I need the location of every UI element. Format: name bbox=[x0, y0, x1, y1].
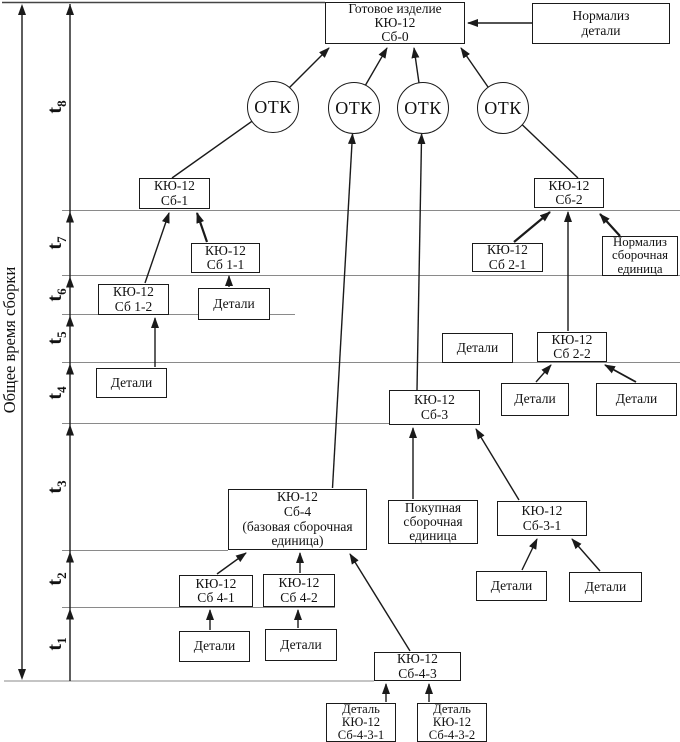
time-label-t2: t2 bbox=[44, 572, 69, 586]
time-label-t8: t8 bbox=[44, 100, 69, 114]
time-rail bbox=[66, 4, 74, 681]
otk-circle-3: ОТК bbox=[397, 82, 449, 134]
box-det-g: Детали bbox=[569, 572, 642, 602]
assembly-arrows bbox=[144, 19, 637, 702]
box-det-a: Детали bbox=[198, 288, 270, 320]
time-label-t6: t6 bbox=[44, 288, 69, 302]
time-label-t1: t1 bbox=[44, 637, 69, 651]
box-det-e: Детали bbox=[596, 383, 677, 416]
box-det-i: Детали bbox=[265, 629, 337, 661]
box-det-h: Детали bbox=[179, 631, 250, 662]
otk-circle-2: ОТК bbox=[328, 82, 380, 134]
time-label-t7: t7 bbox=[44, 236, 69, 250]
otk-circle-4: ОТК bbox=[477, 82, 529, 134]
total-assembly-time-label: Общее время сборки bbox=[0, 266, 19, 414]
time-label-t3: t3 bbox=[44, 480, 69, 494]
total-time-arrow bbox=[18, 4, 26, 680]
box-det-c: Детали bbox=[442, 333, 513, 363]
box-det-f: Детали bbox=[476, 571, 547, 601]
time-label-t4: t4 bbox=[44, 386, 69, 400]
time-label-t5: t5 bbox=[44, 331, 69, 345]
box-det-d: Детали bbox=[501, 383, 569, 416]
otk-circle-1: ОТК bbox=[247, 81, 299, 133]
box-det-b: Детали bbox=[96, 368, 167, 398]
time-grid-lines bbox=[2, 1, 680, 682]
